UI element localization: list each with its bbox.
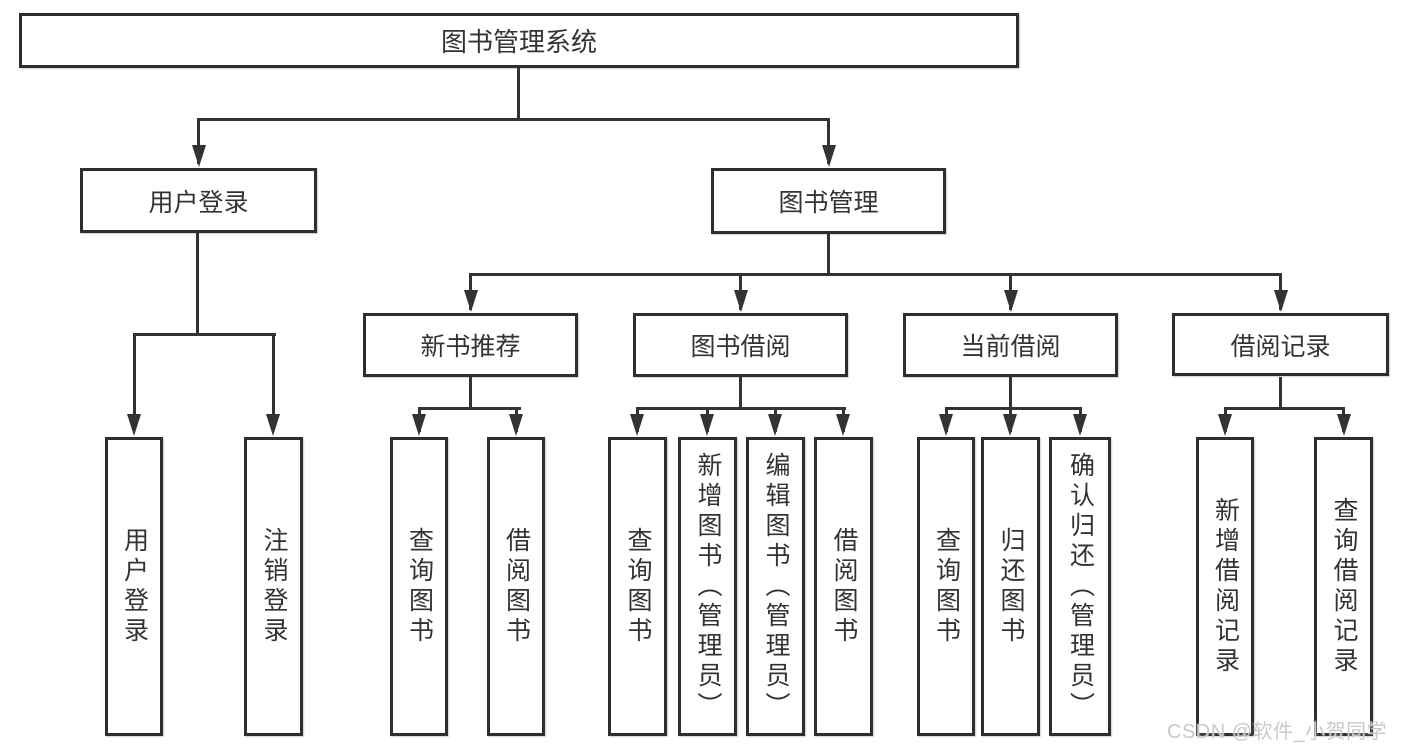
connector-current-borrow-hline <box>945 407 1082 410</box>
arrow-down-icon <box>509 414 523 436</box>
arrow-down-icon <box>464 290 478 312</box>
connector-book-borrow-stub <box>739 377 742 410</box>
connector-stem-book-management <box>827 118 830 164</box>
connector-book-management-hline <box>469 273 1282 276</box>
leaf-confirm-return-admin: 确认归还（管理员） <box>1049 437 1111 736</box>
node-book-borrowing: 图书借阅 <box>633 313 848 377</box>
connector-stem-user-login <box>197 118 200 164</box>
arrow-down-icon <box>1003 414 1017 436</box>
connector-current-borrow-stub <box>1009 377 1012 410</box>
arrow-down-icon <box>266 414 280 436</box>
arrow-down-icon <box>734 290 748 312</box>
arrow-down-icon <box>1274 290 1288 312</box>
arrow-down-icon <box>822 145 836 167</box>
csdn-watermark: CSDN @软件_小贺同学 <box>1167 721 1388 743</box>
arrow-down-icon <box>192 145 206 167</box>
leaf-borrow-books-borrowing: 借阅图书 <box>814 437 873 736</box>
connector-stem-leaf-logout <box>272 333 275 430</box>
connector-borrow-records-hline <box>1224 407 1345 410</box>
connector-new-book-stub <box>469 377 472 410</box>
arrow-down-icon <box>1218 414 1232 436</box>
leaf-query-books-borrowing: 查询图书 <box>608 437 667 736</box>
connector-user-login-hline <box>133 333 276 336</box>
arrow-down-icon <box>1004 290 1018 312</box>
leaf-query-books-recommend: 查询图书 <box>390 437 448 736</box>
connector-borrow-records-stub <box>1279 377 1282 410</box>
leaf-edit-book-admin: 编辑图书（管理员） <box>746 437 805 736</box>
leaf-borrow-books-recommend: 借阅图书 <box>487 437 545 736</box>
arrow-down-icon <box>412 414 426 436</box>
connector-book-borrow-hline <box>636 407 846 410</box>
connector-new-book-hline <box>418 407 521 410</box>
leaf-add-book-admin: 新增图书（管理员） <box>678 437 737 736</box>
arrow-down-icon <box>836 414 850 436</box>
node-borrowing-records: 借阅记录 <box>1172 313 1389 376</box>
node-new-book-recommendation: 新书推荐 <box>363 313 578 377</box>
leaf-add-borrow-record: 新增借阅记录 <box>1196 437 1254 736</box>
arrow-down-icon <box>1073 414 1087 436</box>
arrow-down-icon <box>127 414 141 436</box>
connector-stem-leaf-user-login <box>133 333 136 430</box>
arrow-down-icon <box>939 414 953 436</box>
leaf-logout: 注销登录 <box>244 437 303 736</box>
connector-book-management-stub <box>827 234 830 276</box>
leaf-return-book: 归还图书 <box>981 437 1040 736</box>
node-user-login: 用户登录 <box>80 168 317 233</box>
leaf-query-books-current: 查询图书 <box>917 437 975 736</box>
node-book-management: 图书管理 <box>711 168 946 234</box>
leaf-user-login: 用户登录 <box>105 437 163 736</box>
leaf-query-borrow-record: 查询借阅记录 <box>1314 437 1373 736</box>
node-root-library-management-system: 图书管理系统 <box>19 13 1019 68</box>
arrow-down-icon <box>630 414 644 436</box>
node-current-borrowing: 当前借阅 <box>903 313 1118 377</box>
connector-root-hline <box>197 118 830 121</box>
arrow-down-icon <box>768 414 782 436</box>
connector-user-login-stub <box>196 233 199 336</box>
arrow-down-icon <box>700 414 714 436</box>
arrow-down-icon <box>1337 414 1351 436</box>
connector-root-stub <box>517 68 520 121</box>
